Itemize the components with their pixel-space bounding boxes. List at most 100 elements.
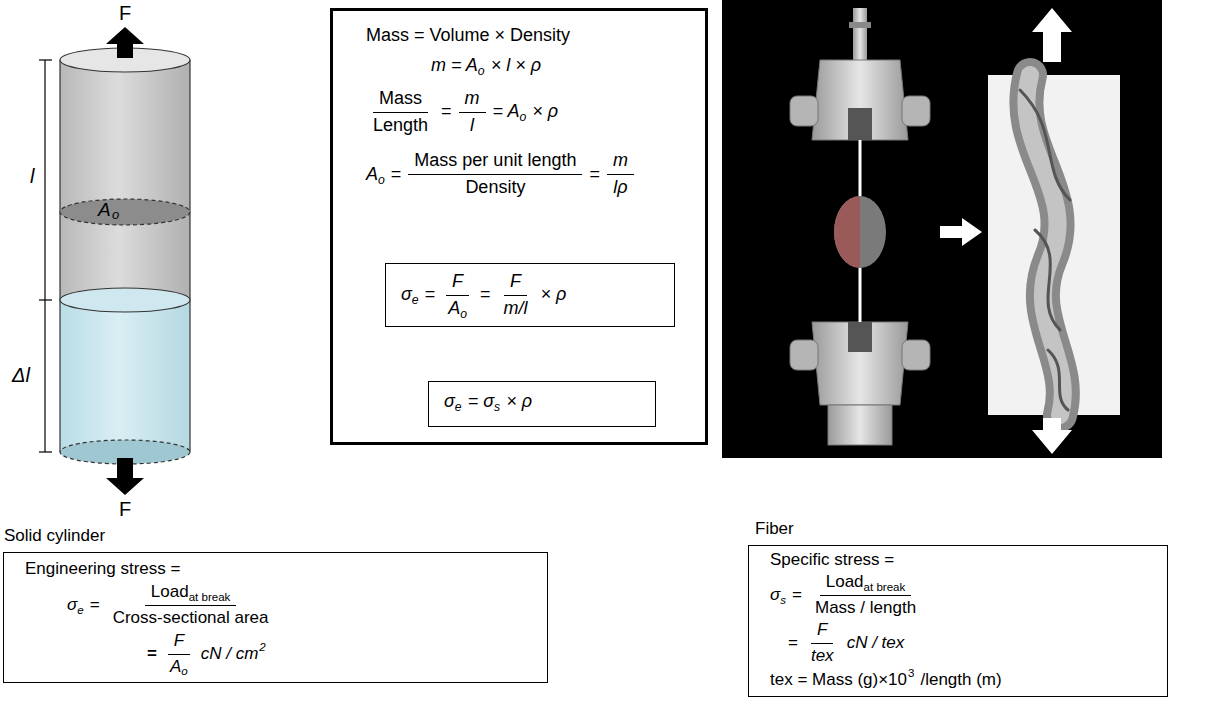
formula-box: Solid cylinderEngineering stress =σe=Loa… — [3, 552, 548, 683]
formula-row: tex = Mass (g)×103/length (m) — [767, 670, 1005, 690]
subscript: o — [478, 64, 485, 79]
fraction-denominator: Density — [459, 175, 531, 199]
outline — [189, 60, 190, 300]
formula-text: Mass per unit length — [414, 150, 576, 172]
subscript: at break — [189, 591, 231, 605]
dimension-label: A — [98, 199, 111, 221]
fraction-numerator: F — [811, 620, 833, 643]
formula-text: = — [788, 633, 798, 653]
grip-jaw — [848, 322, 872, 352]
grip-body — [812, 60, 908, 140]
fiber-twist — [1020, 90, 1070, 410]
formula-text: Engineering stress = — [25, 559, 180, 579]
fraction: MassLength — [367, 88, 434, 136]
formula-text: l — [470, 115, 474, 137]
formula-text: Mass — [379, 88, 422, 110]
tensile-grip — [790, 8, 930, 140]
fraction: Fm/l — [498, 271, 534, 319]
formula-text: Load — [151, 582, 189, 602]
fraction-numerator: F — [504, 271, 527, 296]
outline — [59, 300, 60, 452]
formula-text: F — [510, 271, 521, 293]
formula-row: m = Ao× l × ρ — [428, 55, 544, 77]
cylinder-body — [60, 60, 190, 300]
formula-row: σe=Loadat breakCross-sectional area — [64, 582, 279, 628]
magnifier-oval — [834, 196, 886, 268]
formula-box: Mass = Volume × Density m = Ao× l × ρ Mass… — [330, 8, 708, 445]
formula-row: σe= σs× ρ — [441, 391, 535, 413]
fraction-denominator: Length — [367, 113, 434, 137]
subscript: s — [780, 594, 786, 608]
formula-text: = — [90, 595, 100, 615]
pointer-arrow — [940, 218, 982, 246]
grip-knob — [790, 96, 818, 126]
formula-text: × ρ — [506, 391, 532, 413]
fraction: FAo — [442, 271, 473, 319]
dimension-bracket — [39, 60, 52, 452]
formula-text: cN / cm — [201, 644, 259, 664]
fraction: Loadat breakMass / length — [809, 572, 922, 618]
formula-text: = — [391, 164, 402, 186]
subscript: o — [181, 665, 187, 679]
formula-text: Mass = Volume × Density — [366, 25, 570, 47]
fraction: Ftex — [805, 620, 840, 666]
dimension-label: Δl — [12, 364, 30, 387]
outline — [59, 60, 60, 300]
formula-text: F — [817, 620, 827, 640]
grip-knob — [902, 340, 930, 370]
formula-text: tex = Mass (g)×10 — [770, 670, 907, 690]
subscript: o — [112, 208, 119, 223]
fraction-denominator: Ao — [164, 655, 194, 677]
formula-text: m — [613, 150, 628, 172]
formula-text: A — [448, 298, 460, 320]
formula-text: = σ — [468, 391, 494, 413]
formula-text: m/l — [504, 298, 528, 320]
formula-text: σ — [401, 284, 412, 306]
grip-body — [812, 322, 908, 405]
dimension-line — [44, 60, 45, 452]
formula-text: σ — [67, 595, 77, 615]
fraction-numerator: Loadat break — [820, 572, 912, 595]
formula-row: σe=FAo=Fm/l× ρ — [398, 271, 569, 319]
formula-text: σ — [444, 391, 455, 413]
subscript: o — [378, 173, 385, 188]
fraction-denominator: Mass / length — [809, 596, 922, 618]
subscript: at break — [864, 581, 906, 595]
formula-text: Mass / length — [815, 598, 916, 618]
formula-box: FiberSpecific stress =σs=Loadat breakMas… — [748, 545, 1168, 697]
fraction-numerator: m — [459, 88, 486, 113]
force-label: F — [119, 2, 131, 25]
formula-text: F — [174, 631, 184, 651]
sem-image — [988, 75, 1120, 415]
outline — [189, 300, 190, 452]
formula-row: Mass = Volume × Density — [363, 25, 573, 47]
formula-text: F — [452, 271, 463, 293]
fraction-denominator: m/l — [498, 296, 534, 320]
fraction-numerator: m — [607, 150, 634, 175]
formula-row: =FAocN / cm2 — [144, 631, 269, 677]
formula-text: Density — [465, 177, 525, 199]
force-arrow — [106, 27, 144, 58]
magnifier-oval — [834, 196, 860, 268]
tension-arrow — [1032, 8, 1072, 62]
grip-rod — [853, 8, 867, 60]
formula-text: = — [441, 101, 452, 123]
fraction-denominator: tex — [805, 644, 840, 666]
formula-text: = — [480, 284, 491, 306]
fraction: ml — [459, 88, 486, 136]
grip-knob — [790, 340, 818, 370]
formula-text: Load — [826, 572, 864, 592]
formula-text: tex — [811, 646, 834, 666]
superscript: 3 — [908, 667, 914, 681]
grip-ring — [849, 22, 871, 28]
fraction: mlρ — [607, 150, 634, 198]
box-heading: Fiber — [755, 519, 794, 539]
fraction-numerator: F — [168, 631, 190, 654]
formula-text: = — [147, 644, 157, 664]
force-label: F — [119, 498, 131, 521]
formula-text: Length — [373, 115, 428, 137]
fiber-strand — [1020, 75, 1070, 415]
subscript: o — [519, 110, 526, 125]
dimension-tick — [39, 299, 52, 300]
